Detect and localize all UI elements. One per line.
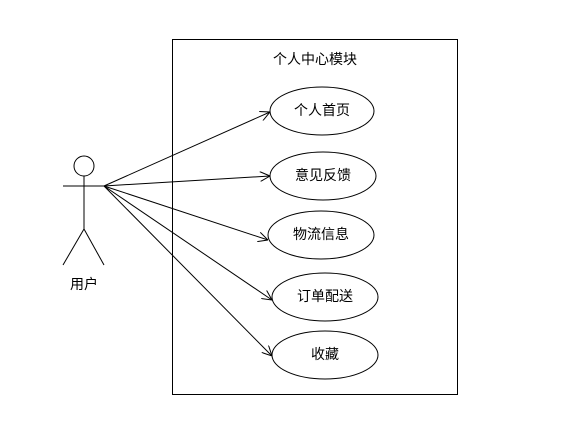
system-title: 个人中心模块 [273,52,357,68]
use-case-label: 订单配送 [297,289,353,305]
use-cases: 个人首页 意见反馈 物流信息 订单配送 收藏 [267,86,379,380]
actor: 用户 [62,155,105,293]
use-case-4: 订单配送 [271,272,379,322]
use-case-2: 意见反馈 [269,151,377,201]
association-uc-1 [103,112,270,187]
actor-head [73,155,95,177]
use-case-5: 收藏 [271,330,379,380]
use-case-label: 物流信息 [293,226,349,243]
use-case-3: 物流信息 [267,210,375,260]
use-case-label: 个人首页 [294,103,350,119]
actor-left-leg [62,228,85,266]
use-case-ellipse [269,151,377,201]
use-case-ellipse [267,210,375,260]
use-case-ellipse [271,272,379,322]
association-uc-3 [103,185,268,240]
use-case-label: 意见反馈 [295,167,351,184]
use-case-label: 收藏 [311,347,339,363]
use-case-ellipse [271,330,379,380]
actor-right-leg [83,228,105,266]
associations [103,112,272,356]
actor-name: 用户 [70,276,98,293]
use-case-1: 个人首页 [269,86,375,136]
use-case-ellipse [269,86,375,136]
association-uc-4 [103,185,272,300]
association-uc-2 [103,176,270,187]
association-uc-5 [103,185,272,356]
